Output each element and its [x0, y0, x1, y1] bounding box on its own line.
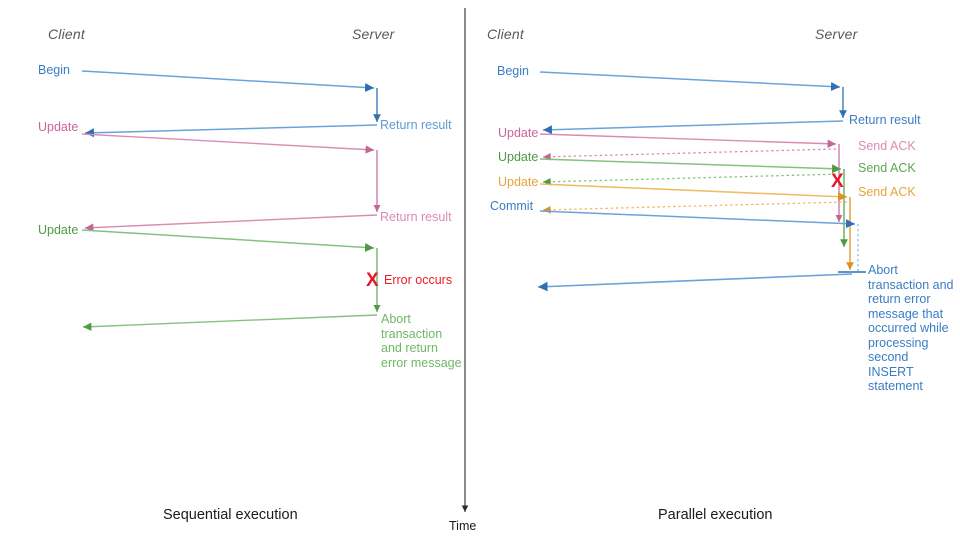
arrow-begin-parallel — [539, 71, 841, 92]
left-message-update-2: Update — [38, 223, 79, 237]
arrow-send-ack-2 — [542, 173, 842, 186]
left-panel-caption: Sequential execution — [163, 507, 298, 523]
left-lane-server-label: Server — [352, 26, 395, 42]
arrow-update-1-parallel — [539, 133, 837, 148]
error-mark-icon-left: X — [366, 270, 379, 291]
left-message-return-result-2: Return result — [380, 210, 452, 224]
left-message-return-result-1: Return result — [380, 118, 452, 132]
right-lane-client-label: Client — [487, 26, 524, 42]
arrow-begin — [81, 70, 375, 92]
arrow-abort-return-right — [537, 273, 853, 292]
right-message-send-ack-3: Send ACK — [858, 185, 916, 199]
right-lane-server-label: Server — [815, 26, 858, 42]
error-mark-icon-right: X — [831, 171, 844, 192]
right-message-update-1: Update — [498, 126, 539, 140]
arrow-abort-return-left — [82, 314, 378, 331]
arrow-update-1 — [81, 133, 375, 154]
right-message-update-3: Update — [498, 175, 539, 189]
left-error-occurs-label: Error occurs — [384, 273, 453, 287]
right-message-update-2: Update — [498, 150, 539, 164]
arrow-update-2-parallel — [539, 158, 842, 174]
arrow-update-2 — [81, 229, 375, 252]
left-panel-arrows — [81, 70, 381, 331]
arrow-return-result-parallel — [542, 120, 844, 135]
arrow-commit — [539, 210, 856, 229]
right-message-send-ack-1: Send ACK — [858, 139, 916, 153]
left-message-update-1: Update — [38, 120, 79, 134]
arrow-update-3-parallel — [539, 183, 848, 202]
time-axis-label: Time — [449, 519, 477, 533]
right-message-send-ack-2: Send ACK — [858, 161, 916, 175]
right-message-commit: Commit — [490, 199, 534, 213]
right-panel-arrows — [537, 71, 866, 292]
right-message-abort-return: Abort transaction and return error messa… — [868, 263, 954, 393]
left-message-abort-return: Abort transaction and return error messa… — [381, 312, 462, 370]
arrow-send-ack-3 — [542, 201, 848, 214]
arrow-return-result-2 — [84, 214, 378, 232]
right-message-return-result: Return result — [849, 113, 921, 127]
right-panel-caption: Parallel execution — [658, 507, 773, 523]
arrow-return-result-1 — [84, 124, 378, 138]
right-message-begin: Begin — [497, 64, 529, 78]
arrow-send-ack-1 — [542, 148, 837, 161]
left-message-begin: Begin — [38, 63, 70, 77]
left-lane-client-label: Client — [48, 26, 85, 42]
